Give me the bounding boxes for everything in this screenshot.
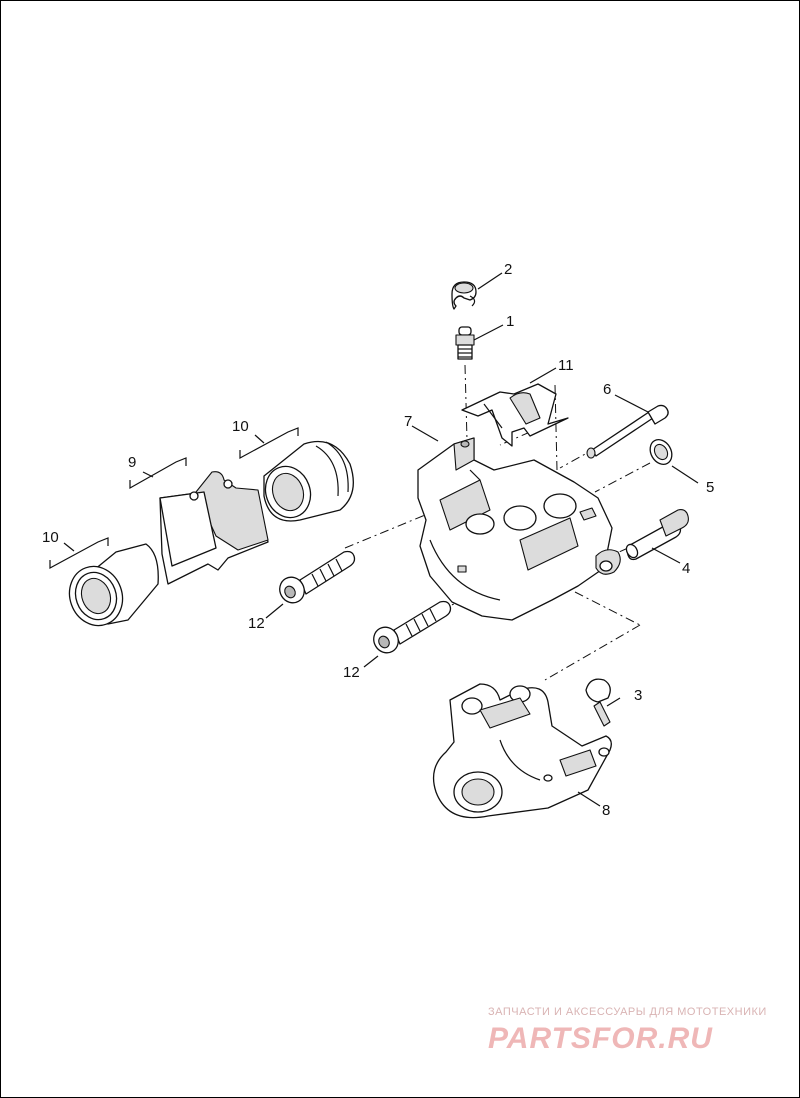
callout-5: 5 (706, 479, 714, 496)
callout-2: 2 (504, 261, 512, 278)
callout-7: 7 (404, 413, 412, 430)
callout-8: 8 (602, 802, 610, 819)
leader-lines (49, 272, 699, 807)
part-2-bleeder-cap (451, 281, 477, 310)
callout-10-upper: 10 (232, 418, 249, 435)
callout-labels: 1 2 3 4 5 6 7 8 9 10 10 11 12 12 (42, 261, 714, 819)
callout-11: 11 (558, 357, 574, 374)
callout-12-upper: 12 (248, 615, 265, 632)
callout-4: 4 (682, 560, 690, 577)
callout-6: 6 (603, 381, 611, 398)
callout-1: 1 (506, 313, 514, 330)
part-4-mounting-bolt (625, 509, 689, 561)
part-9-brake-pads (159, 471, 269, 585)
watermark-logo: PARTSFOR.RU (488, 1022, 713, 1055)
callout-3: 3 (634, 687, 642, 704)
part-7-caliper-housing (417, 437, 621, 621)
part-12-socket-bolt-lower (373, 600, 452, 654)
watermark-tagline: ЗАПЧАСТИ И АКСЕССУАРЫ ДЛЯ МОТОТЕХНИКИ (488, 1006, 767, 1018)
part-5-washer (649, 439, 673, 465)
part-10-piston-upper (263, 440, 354, 522)
watermark: ЗАПЧАСТИ И АКСЕССУАРЫ ДЛЯ МОТОТЕХНИКИ PA… (488, 1006, 767, 1055)
callout-10-lower: 10 (42, 529, 59, 546)
callout-9: 9 (128, 454, 136, 471)
part-11-pad-spring (461, 383, 569, 447)
part-12-socket-bolt-upper (279, 550, 356, 604)
part-1-bleeder-valve (455, 326, 475, 360)
part-3-bumper (585, 678, 611, 727)
part-6-caliper-pin (586, 404, 669, 459)
callout-12-lower: 12 (343, 664, 360, 681)
part-10-piston-lower (68, 543, 159, 627)
part-8-caliper-bracket (432, 683, 612, 819)
